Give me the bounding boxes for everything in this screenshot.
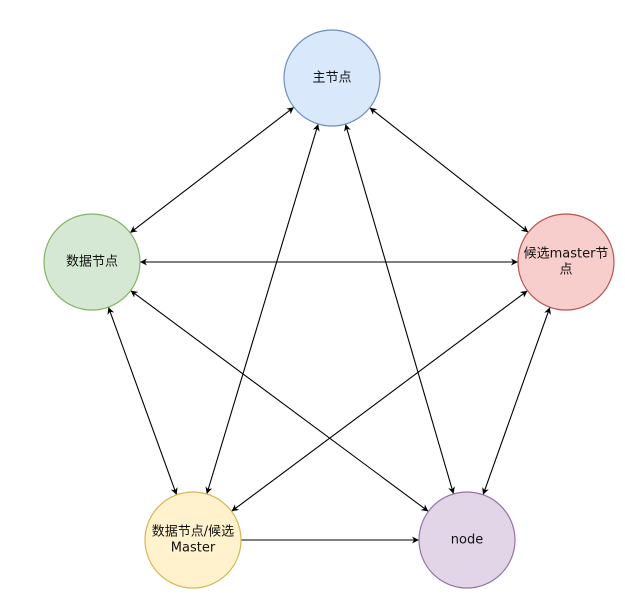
node-circle-data_candidate [144,491,242,589]
node-circle-master [283,29,381,127]
edges-layer [107,106,551,544]
node-circle-candidate [517,213,615,311]
edge-master-data [129,106,295,234]
node-label-node: node [451,533,483,548]
node-label-candidate: 候选master节 [524,247,609,262]
edge-candidate-node [482,307,551,495]
node-circle-data [43,213,141,311]
edge-candidate-data_candidate [231,290,528,512]
edge-data-node [130,290,429,512]
node-label-candidate: 点 [559,263,572,278]
node-label-data_candidate: 数据节点/候选 [152,525,234,540]
node-node[interactable]: node [418,491,516,589]
node-data[interactable]: 数据节点 [43,213,141,311]
node-label-data_candidate: Master [171,541,216,556]
edge-master-node [344,123,455,495]
edge-data-data_candidate [107,306,178,496]
edge-master-data_candidate [205,123,320,495]
node-label-master: 主节点 [312,71,351,86]
edge-master-candidate [369,107,529,233]
node-label-data: 数据节点 [66,255,118,270]
node-circle-node [418,491,516,589]
node-master[interactable]: 主节点 [283,29,381,127]
